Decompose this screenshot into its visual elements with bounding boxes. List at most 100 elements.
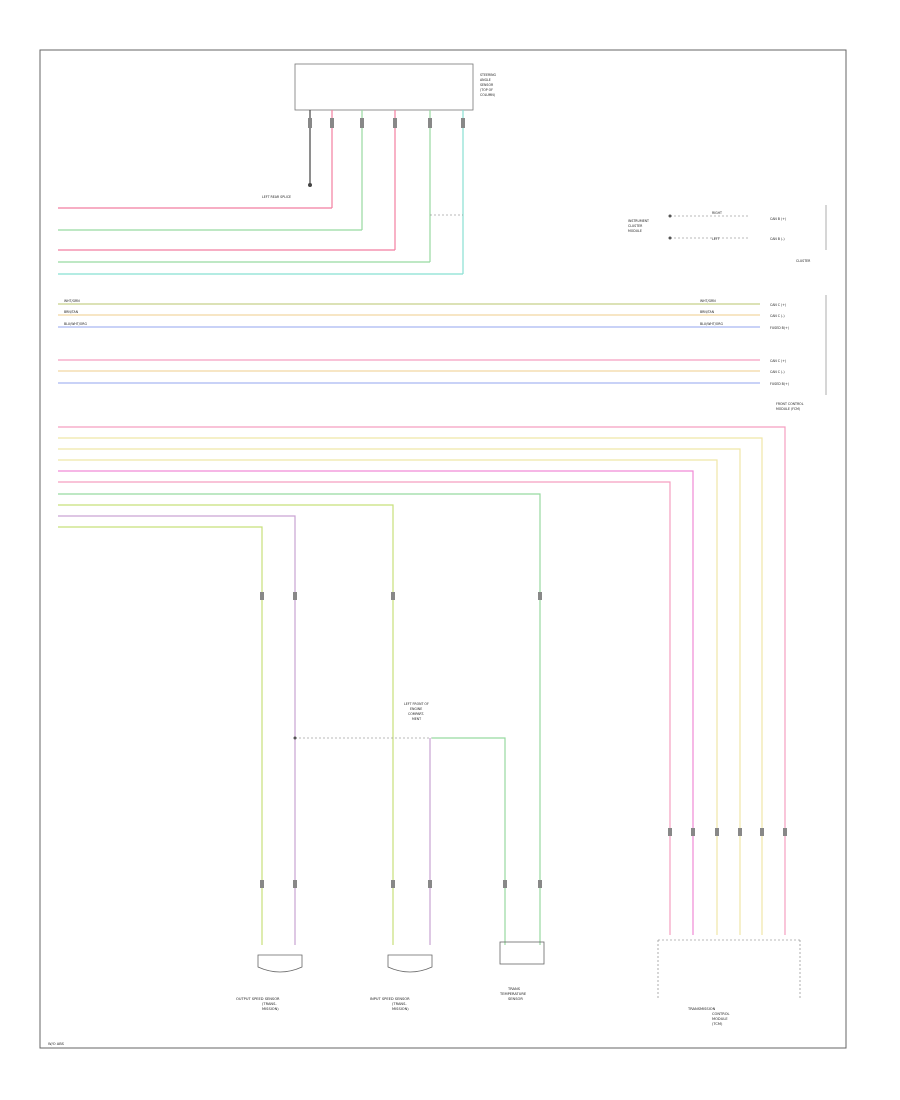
sensor-label-1-0: INPUT SPEED SENSOR	[370, 997, 410, 1001]
connector-pin-icon	[691, 828, 695, 836]
sensor-connector-icon	[387, 954, 433, 973]
cluster-side-0: INSTRUMENT	[628, 219, 649, 223]
lower-bus	[58, 426, 786, 945]
cluster-pin-text-1: CAN B (-)	[770, 237, 785, 241]
connector-pin-icon	[538, 592, 542, 600]
splice-label-1: ENGINE	[410, 707, 422, 711]
splice-label-3: MENT	[412, 717, 421, 721]
cluster-side-1: CLUSTER	[628, 224, 643, 228]
connector-pin-icon	[260, 592, 264, 600]
connector-pin-icon	[391, 880, 395, 888]
mid1-left-2: BLU/WHT/ORG	[64, 322, 88, 326]
connector-pin-icon	[308, 118, 312, 128]
mid1-right-1: BRN/TAN	[700, 310, 715, 314]
connector-pin-icon	[293, 880, 297, 888]
sensor-connector-icon	[257, 954, 303, 973]
drop-pins	[308, 118, 465, 128]
connector-pin-icon	[668, 828, 672, 836]
steering-connector-box	[294, 63, 474, 111]
connector-pin-icon	[715, 828, 719, 836]
wire-lower-7	[58, 493, 541, 945]
top-wire-group	[58, 207, 463, 275]
vertical-pins	[260, 592, 787, 888]
wire-lower-2	[58, 437, 763, 935]
splice-node-icon	[293, 736, 297, 740]
sensor-label-3-0: TRANSMISSION	[687, 1007, 716, 1011]
top-label-1: ANGLE	[480, 78, 491, 82]
cluster-block: INSTRUMENT CLUSTER MODULE RIGHT LEFT CAN…	[628, 205, 827, 263]
mid-bus-1	[58, 303, 760, 328]
connector-pin-icon	[391, 592, 395, 600]
wire-lower-5	[58, 470, 694, 935]
sensor-label-3-3: (TCM)	[712, 1022, 723, 1026]
wire-lower-6	[58, 481, 671, 935]
mid1-left-0: WHT/GRN	[64, 299, 80, 303]
top-label-0: STEERING	[480, 73, 497, 77]
sensor-label-0-1: (TRANS-	[262, 1002, 277, 1006]
connector-pin-icon	[760, 828, 764, 836]
left-tail-label: LEFT REAR SPLICE	[262, 195, 291, 199]
connector-pin-icon	[738, 828, 742, 836]
connector-pin-icon	[538, 880, 542, 888]
cluster-pin-label-0: RIGHT	[712, 211, 722, 215]
cluster-pin-label-1: LEFT	[712, 237, 720, 241]
wire-lower-9	[58, 515, 296, 945]
connector-pin-icon	[461, 118, 465, 128]
mid1-left-1: BRN/TAN	[64, 310, 79, 314]
mid1-right-0: WHT/GRN	[700, 299, 716, 303]
diagram-frame	[39, 49, 847, 1049]
top-label-3: (TOP OF	[480, 88, 493, 92]
connector-pin-icon	[783, 828, 787, 836]
steering-connector-label: STEERING ANGLE SENSOR (TOP OF COLUMN)	[480, 73, 497, 97]
input-speed-sensor: INPUT SPEED SENSOR (TRANS- MISSION)	[370, 954, 433, 1011]
mid-bus-2-labels: CAN C (+) CAN C (-) FUSED B(+)	[770, 359, 789, 386]
splice-label-0: LEFT FRONT OF	[404, 702, 429, 706]
mid1-right-2: BLU/WHT/ORG	[700, 322, 724, 326]
splice-node-icon	[308, 183, 312, 187]
right-caption-1: MODULE (FCM)	[776, 407, 800, 411]
mid-bus-1-labels: WHT/GRN BRN/TAN BLU/WHT/ORG WHT/GRN BRN/…	[64, 299, 789, 330]
right-bot-0: CAN C (+)	[770, 359, 786, 363]
connector-pin-icon	[260, 880, 264, 888]
cluster-side-2: MODULE	[628, 229, 642, 233]
footer-label: W/O ABS	[48, 1042, 65, 1046]
splice-label-2: COMPART-	[408, 712, 424, 716]
cluster-connector-label: CLUSTER	[796, 259, 811, 263]
connector-pin-icon	[503, 880, 507, 888]
cluster-pin-text-0: CAN B (+)	[770, 217, 786, 221]
right-mid-1: CAN C (-)	[770, 314, 785, 318]
connector-pin-icon	[428, 880, 432, 888]
mid-bus-2	[58, 359, 760, 384]
connector-pin-icon	[360, 118, 364, 128]
sensor-label-2-1: TEMPERATURE	[499, 992, 527, 996]
transmission-control-module: TRANSMISSION CONTROL MODULE (TCM)	[657, 939, 801, 1026]
sensor-label-0-2: MISSION)	[262, 1007, 279, 1011]
wire-lower-1	[58, 426, 786, 935]
top-label-4: COLUMN)	[480, 93, 495, 97]
right-bot-2: FUSED B(+)	[770, 382, 789, 386]
right-mid-2: FUSED B(+)	[770, 326, 789, 330]
sensor-connector-icon	[499, 941, 545, 965]
sensor-label-0-0: OUTPUT SPEED SENSOR	[236, 997, 280, 1001]
splice-node-icon	[668, 214, 672, 218]
sensor-label-2-0: TRANS	[507, 987, 521, 991]
connector-pin-icon	[393, 118, 397, 128]
sensor-label-3-1: CONTROL	[712, 1012, 730, 1016]
wire-lower-10	[58, 526, 263, 945]
wire-lower-8	[58, 504, 394, 945]
top-label-2: SENSOR	[480, 83, 494, 87]
sensor-label-1-2: MISSION)	[392, 1007, 409, 1011]
right-mid-0: CAN C (+)	[770, 303, 786, 307]
sensor-label-2-2: SENSOR	[508, 997, 523, 1001]
right-caption-0: FRONT CONTROL	[776, 402, 804, 406]
sensor-label-1-1: (TRANS-	[392, 1002, 407, 1006]
output-speed-sensor: OUTPUT SPEED SENSOR (TRANS- MISSION)	[236, 954, 303, 1011]
trans-temp-sensor: TRANS TEMPERATURE SENSOR	[499, 941, 545, 1001]
wire-lower-4	[58, 459, 718, 935]
sensor-label-3-2: MODULE	[712, 1017, 728, 1021]
splice-label: LEFT FRONT OF ENGINE COMPART- MENT	[404, 702, 429, 721]
splice-node-icon	[668, 236, 672, 240]
right-bot-1: CAN C (-)	[770, 370, 785, 374]
